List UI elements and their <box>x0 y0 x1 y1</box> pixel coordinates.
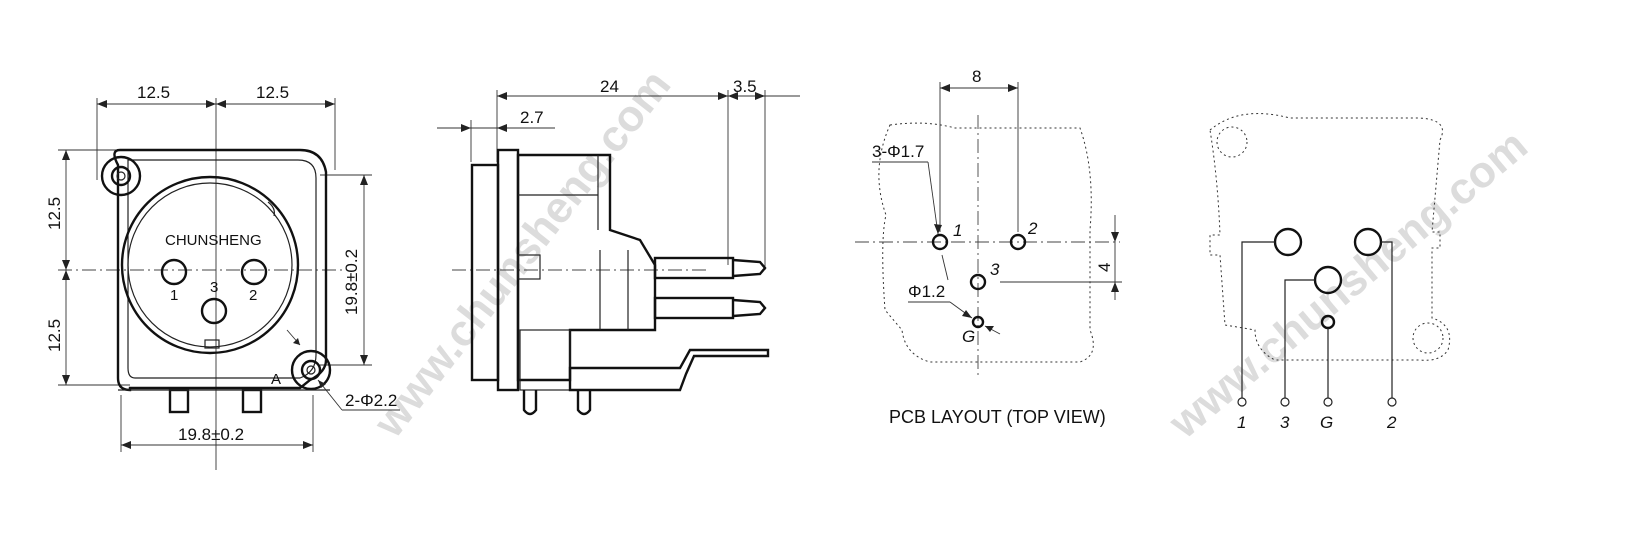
side-dim-flange: 2.7 <box>520 108 544 127</box>
dim-left-lower: 12.5 <box>45 319 64 352</box>
side-bracket <box>568 348 770 392</box>
dim-top-right: 12.5 <box>256 83 289 102</box>
side-pin-lower <box>653 296 735 320</box>
pcb-callout-pins: 3-Φ1.7 <box>872 142 924 161</box>
side-tab-left <box>522 390 538 416</box>
side-dim-pin: 3.5 <box>733 77 757 96</box>
side-view: 24 3.5 2.7 <box>437 77 800 416</box>
mount-hole-bottom-right <box>300 359 322 381</box>
solder-tab-left <box>168 388 190 414</box>
schematic-outline <box>1209 113 1451 361</box>
side-dim-length: 24 <box>600 77 619 96</box>
insert-outer-ring <box>120 175 300 355</box>
pcb-pin-label-3: 3 <box>990 260 1000 279</box>
pin-label-2: 2 <box>249 287 257 304</box>
dim-top-left: 12.5 <box>137 83 170 102</box>
pin-label-1: 1 <box>170 287 178 304</box>
solder-tab-right <box>241 388 263 414</box>
pin-3-contact <box>200 297 228 325</box>
schematic-pin-label-2: 2 <box>1386 413 1397 432</box>
pcb-layout: 8 4 1 2 3 G 3-Φ1.7 Φ1.2 PCB LAYOUT (TOP … <box>855 67 1122 427</box>
pcb-hole-2 <box>1009 233 1027 251</box>
schematic-pin-label-g: G <box>1320 413 1333 432</box>
pcb-dim-spacing: 8 <box>972 67 981 86</box>
watermark-2: www.chunsheng.com <box>1159 120 1536 448</box>
pcb-callout-ground: Φ1.2 <box>908 282 945 301</box>
pcb-dim-vertical: 4 <box>1095 263 1114 272</box>
pcb-pin-label-1: 1 <box>953 221 962 240</box>
mount-hole-top-left <box>110 165 132 187</box>
mount-ear-bottom-right <box>290 349 332 391</box>
pin-1-contact <box>160 258 188 286</box>
latch-mark: A <box>271 371 281 388</box>
dim-right: 19.8±0.2 <box>342 249 361 315</box>
schematic-pin-label-3: 3 <box>1280 413 1290 432</box>
side-tab-right <box>576 390 592 416</box>
side-pin-upper <box>653 256 735 280</box>
pcb-hole-ground <box>971 315 985 329</box>
pcb-hole-1 <box>931 233 949 251</box>
front-hole-callout: 2-Φ2.2 <box>345 391 397 410</box>
front-view: 12.5 12.5 12.5 12.5 19.8±0.2 19.8±0.2 <box>45 83 400 470</box>
pin-label-3: 3 <box>210 279 218 296</box>
pin-2-contact <box>240 258 268 286</box>
pcb-pin-label-g: G <box>962 327 975 346</box>
mount-ear-top-left <box>100 155 142 197</box>
dim-left-upper: 12.5 <box>45 197 64 230</box>
brand-label: CHUNSHENG <box>165 232 262 249</box>
pcb-layout-title: PCB LAYOUT (TOP VIEW) <box>889 407 1106 427</box>
schematic-pin-label-1: 1 <box>1237 413 1246 432</box>
pcb-pin-label-2: 2 <box>1027 219 1038 238</box>
schematic-view: 1 3 G 2 <box>1209 113 1451 432</box>
pcb-outline <box>878 122 1094 363</box>
pcb-hole-3 <box>969 273 987 291</box>
dim-bottom: 19.8±0.2 <box>178 425 244 444</box>
schematic-pad-1 <box>1273 227 1303 257</box>
